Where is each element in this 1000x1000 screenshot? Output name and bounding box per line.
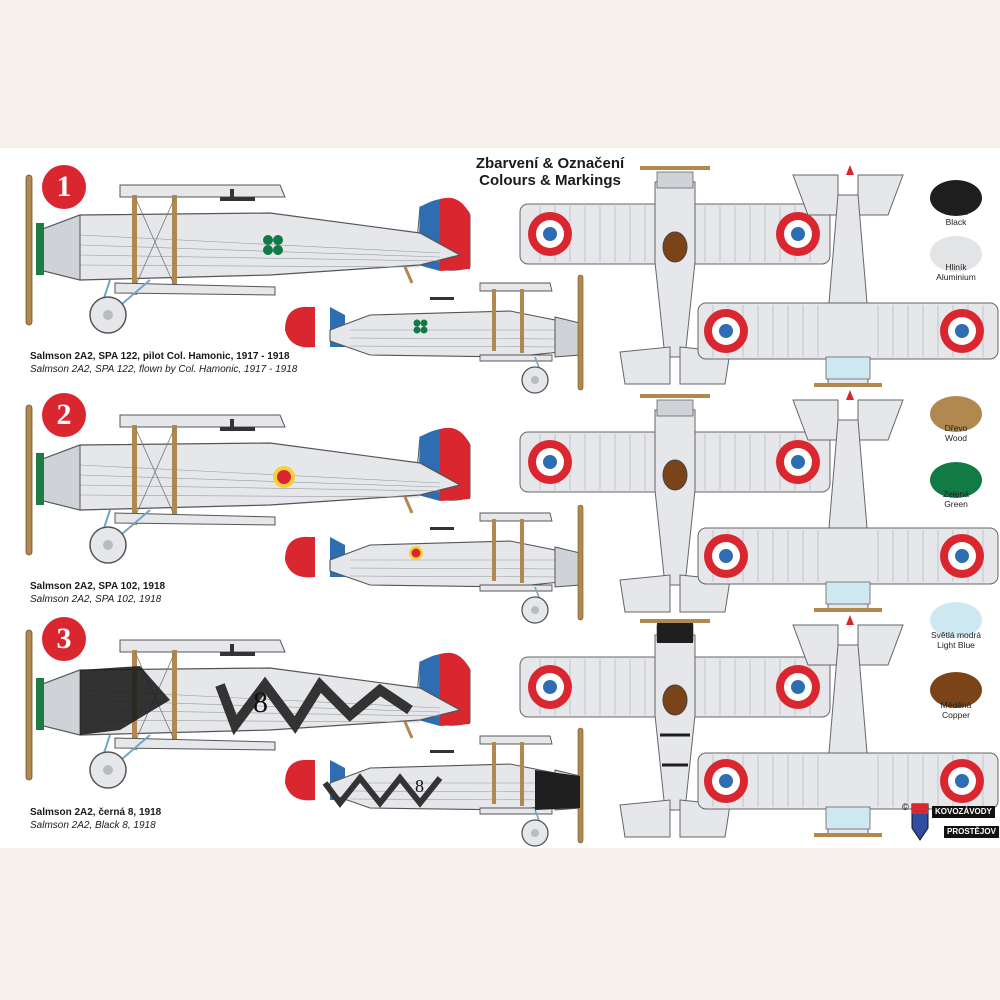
caption-english: Salmson 2A2, SPA 122, flown by Col. Hamo… [30, 364, 298, 375]
paint-name-czech: Zelená [943, 489, 969, 499]
paint-name-english: Green [944, 499, 968, 509]
scheme-number-badge: 3 [42, 617, 86, 661]
scheme-3-side-view-left: 8 [24, 628, 472, 790]
plan-upper-view-3 [520, 615, 840, 845]
paint-swatch-wood [930, 396, 982, 432]
logo-line-1: KOVOZÁVODY [932, 806, 995, 818]
caption-czech: Salmson 2A2, SPA 102, 1918 [30, 581, 166, 592]
aircraft-code-large: 8 [253, 686, 268, 719]
sun-emblem-icon [273, 466, 295, 488]
caption-czech: Salmson 2A2, SPA 122, pilot Col. Hamonic… [30, 351, 290, 362]
logo-line-2: PROSTĚJOV [944, 826, 999, 838]
scheme-3-side-view-right: 8 [284, 727, 584, 847]
copyright-mark: © [902, 802, 909, 812]
paint-name-english: Wood [944, 433, 968, 443]
paint-swatch-copper [930, 672, 982, 708]
caption-english: Salmson 2A2, SPA 102, 1918 [30, 594, 162, 605]
caption-czech: Salmson 2A2, černá 8, 1918 [30, 807, 162, 818]
scheme-2-caption: Salmson 2A2, SPA 102, 1918 Salmson 2A2, … [30, 580, 165, 606]
paint-name-czech: Hliník [945, 262, 967, 272]
title-english: Colours & Markings [479, 172, 621, 189]
caption-english: Salmson 2A2, Black 8, 1918 [30, 820, 156, 831]
scheme-1-side-view-right [284, 274, 584, 394]
scheme-2-side-view-right [284, 504, 584, 624]
zigzag-stripe [215, 676, 413, 736]
paint-name-czech: Dřevo [944, 423, 968, 433]
paint-name-english: Copper [942, 710, 970, 720]
page-title: Zbarvení & Označení Colours & Markings [440, 155, 660, 189]
paint-swatch-light-blue [930, 602, 982, 638]
four-leaf-clover-icon [263, 235, 283, 255]
shield-logo-icon [911, 803, 929, 841]
scheme-number-badge: 1 [42, 165, 86, 209]
scheme-3-caption: Salmson 2A2, černá 8, 1918 Salmson 2A2, … [30, 806, 161, 832]
title-czech: Zbarvení & Označení [475, 155, 625, 172]
paint-name-czech: Světlá modrá [930, 630, 982, 640]
paint-swatch-black [930, 180, 982, 216]
kovozavody-logo: © KOVOZÁVODY PROSTĚJOV [900, 800, 1000, 844]
aircraft-code-small: 8 [415, 776, 424, 796]
scheme-2-side-view-left [24, 403, 472, 565]
paint-swatch-aluminium [930, 236, 982, 272]
paint-name-english: Aluminium [936, 272, 976, 282]
scheme-1-side-view-left [24, 173, 472, 335]
scheme-number-badge: 2 [42, 393, 86, 437]
paint-name-english: Black [945, 217, 967, 227]
scheme-1-caption: Salmson 2A2, SPA 122, pilot Col. Hamonic… [30, 350, 297, 376]
paint-name-czech: Měděná [940, 700, 972, 710]
paint-name-czech: Černá [944, 207, 968, 217]
paint-name-english: Light Blue [937, 640, 975, 650]
paint-swatch-green [930, 462, 982, 498]
